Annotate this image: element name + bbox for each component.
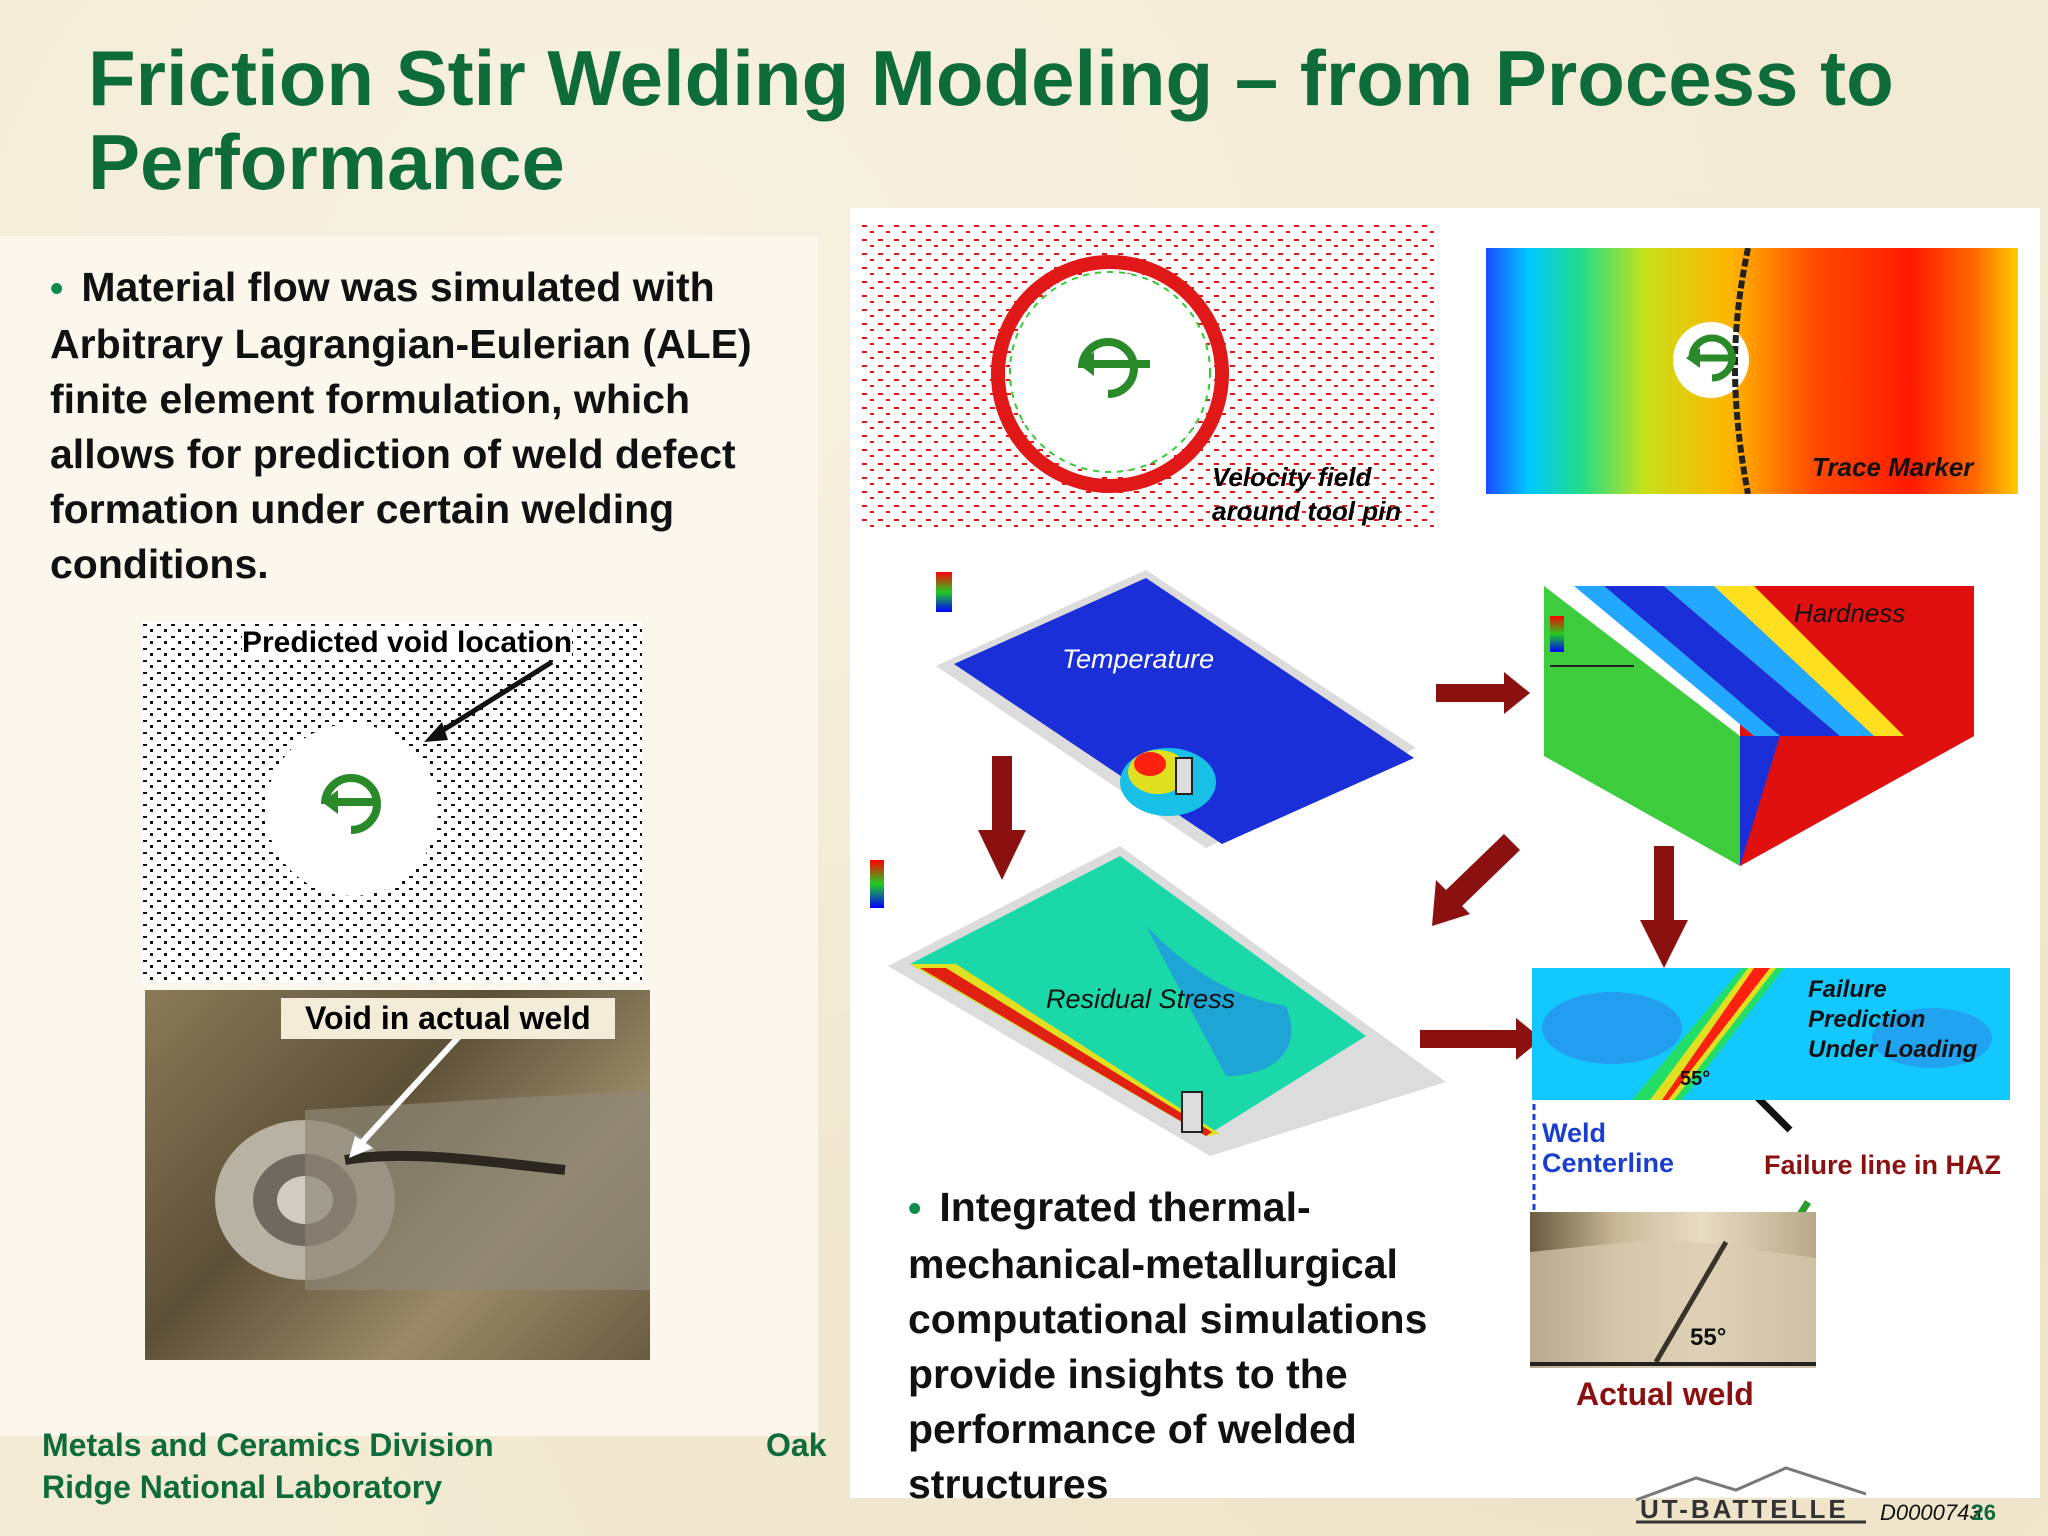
- bullet-dot-icon: •: [908, 1188, 922, 1230]
- slide-title: Friction Stir Welding Modeling – from Pr…: [88, 34, 1894, 206]
- void-actual-label: Void in actual weld: [281, 998, 615, 1039]
- weld-centerline-label-1: Weld: [1542, 1118, 1607, 1148]
- footer: Metals and Ceramics Division Ridge Natio…: [42, 1424, 842, 1508]
- failure-prediction-svg: [1542, 968, 1992, 1100]
- bullet-dot-icon: •: [50, 268, 64, 310]
- right-bullet-text: Integrated thermal-mechanical-metallurgi…: [908, 1184, 1428, 1507]
- rotation-arrow-icon: [321, 774, 381, 834]
- residual-stress-svg: [870, 846, 1446, 1156]
- failure-label-3: Under Loading: [1808, 1036, 1978, 1063]
- document-id: D0000743: [1880, 1500, 1982, 1525]
- velocity-field-label-2: around tool pin: [1212, 496, 1402, 526]
- actual-weld-photo: Void in actual weld: [145, 990, 650, 1360]
- rotation-arrow-icon: [1686, 334, 1736, 382]
- actual-weld-svg: [1530, 1240, 1816, 1368]
- hardness-label: Hardness: [1794, 598, 1906, 628]
- residual-stress-image: Residual Stress: [866, 846, 1446, 1156]
- velocity-field-image: Velocity field around tool pin: [860, 222, 1435, 532]
- void-simulation-image: Predicted void location: [142, 622, 642, 982]
- actual-weld-cross-section-photo: 55°: [1530, 1212, 1816, 1368]
- left-bullet: •Material flow was simulated with Arbitr…: [50, 260, 820, 592]
- weld-centerline-label-2: Centerline: [1542, 1148, 1675, 1178]
- footer-oak: Oak: [766, 1427, 827, 1463]
- trace-marker-svg: [1673, 248, 1751, 494]
- rotation-arrow-icon: [1078, 338, 1150, 398]
- right-bullet: •Integrated thermal-mechanical-metallurg…: [908, 1180, 1508, 1512]
- hardness-image: Hardness: [1544, 586, 1974, 866]
- failure-label-1: Failure: [1808, 976, 1887, 1003]
- hardness-svg: [1544, 586, 1974, 866]
- logo-text: UT-BATTELLE: [1640, 1494, 1849, 1524]
- trace-marker-label: Trace Marker: [1812, 452, 1974, 482]
- temperature-image: Temperature: [926, 548, 1426, 848]
- trace-marker-image: Trace Marker: [1486, 248, 2018, 494]
- angle-bottom-label: 55°: [1690, 1324, 1727, 1351]
- weld-photo-svg: [215, 1027, 650, 1290]
- footer-division: Metals and Ceramics Division: [42, 1427, 494, 1463]
- footer-lab: Ridge National Laboratory: [42, 1469, 443, 1505]
- temperature-svg: [936, 570, 1416, 848]
- velocity-field-label-1: Velocity field: [1212, 462, 1372, 492]
- logo-mountains-svg: [1635, 1466, 1867, 1524]
- residual-stress-label: Residual Stress: [1046, 984, 1236, 1014]
- angle-top-label: 55°: [1680, 1068, 1711, 1090]
- temperature-label: Temperature: [1062, 644, 1215, 674]
- left-bullet-text: Material flow was simulated with Arbitra…: [50, 264, 752, 587]
- velocity-field-svg: [860, 222, 1435, 532]
- slide-number: 26: [1971, 1500, 1996, 1525]
- failure-prediction-image: 55° Failure Prediction Under Loading: [1532, 968, 2010, 1100]
- actual-weld-label: Actual weld: [1576, 1376, 1754, 1412]
- failure-line-label: Failure line in HAZ: [1764, 1150, 2002, 1180]
- void-simulation-svg: [142, 622, 642, 982]
- predicted-void-label: Predicted void location: [242, 626, 573, 660]
- ut-battelle-logo: UT-BATTELLE: [1635, 1464, 1867, 1524]
- failure-label-2: Prediction: [1808, 1006, 1926, 1033]
